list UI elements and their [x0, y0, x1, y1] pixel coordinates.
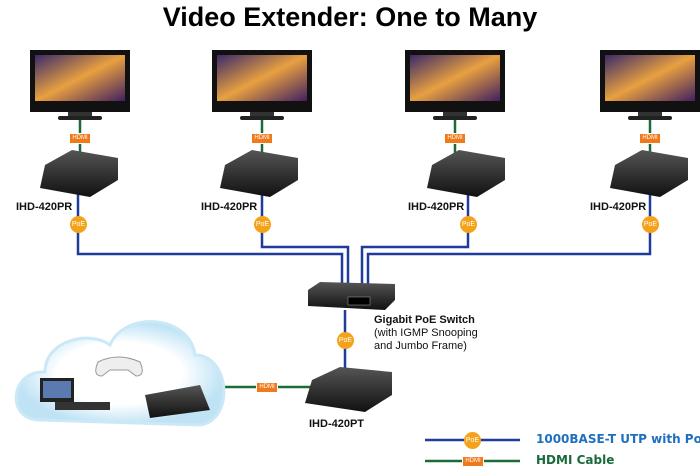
game-controller	[95, 356, 143, 377]
receiver-label: IHD-420PR	[590, 201, 647, 213]
switch-caption: Gigabit PoE Switch (with IGMP Snooping a…	[374, 314, 478, 353]
poe-badge: PoE	[70, 216, 87, 233]
poe-switch	[308, 282, 395, 310]
legend-poe-badge: PoE	[464, 432, 481, 449]
source-cloud	[14, 320, 226, 427]
poe-badge: PoE	[642, 216, 659, 233]
poe-badge: PoE	[460, 216, 477, 233]
receivers	[40, 150, 688, 197]
transmitter-label: IHD-420PT	[309, 418, 365, 430]
blu-ray-player	[145, 385, 210, 418]
legend-utp-label: 1000BASE-T UTP with PoE	[536, 432, 700, 446]
poe-badge: PoE	[254, 216, 271, 233]
poe-badge: PoE	[337, 332, 354, 349]
hdmi-badge: HDMI	[256, 382, 278, 393]
monitor	[600, 50, 700, 120]
transmitter	[305, 367, 392, 412]
diagram-title: Video Extender: One to Many	[162, 2, 538, 32]
hdmi-badge: HDMI	[69, 133, 91, 144]
switch-note-1: (with IGMP Snooping	[374, 327, 478, 339]
receiver	[610, 150, 688, 197]
switch-title: Gigabit PoE Switch	[374, 314, 475, 326]
hdmi-badge: HDMI	[444, 133, 466, 144]
media-player	[55, 402, 110, 410]
monitor	[30, 50, 130, 120]
legend-hdmi-badge: HDMI	[462, 456, 484, 467]
receiver	[427, 150, 505, 197]
hdmi-badge: HDMI	[251, 133, 273, 144]
hdmi-badge: HDMI	[639, 133, 661, 144]
receiver	[220, 150, 298, 197]
legend-hdmi-label: HDMI Cable	[536, 453, 615, 467]
receiver	[40, 150, 118, 197]
receiver-label: IHD-420PR	[16, 201, 73, 213]
monitors	[30, 50, 700, 120]
receiver-label: IHD-420PR	[408, 201, 465, 213]
monitor	[212, 50, 312, 120]
receiver-label: IHD-420PR	[201, 201, 258, 213]
switch-note-2: and Jumbo Frame)	[374, 340, 467, 352]
monitor	[405, 50, 505, 120]
